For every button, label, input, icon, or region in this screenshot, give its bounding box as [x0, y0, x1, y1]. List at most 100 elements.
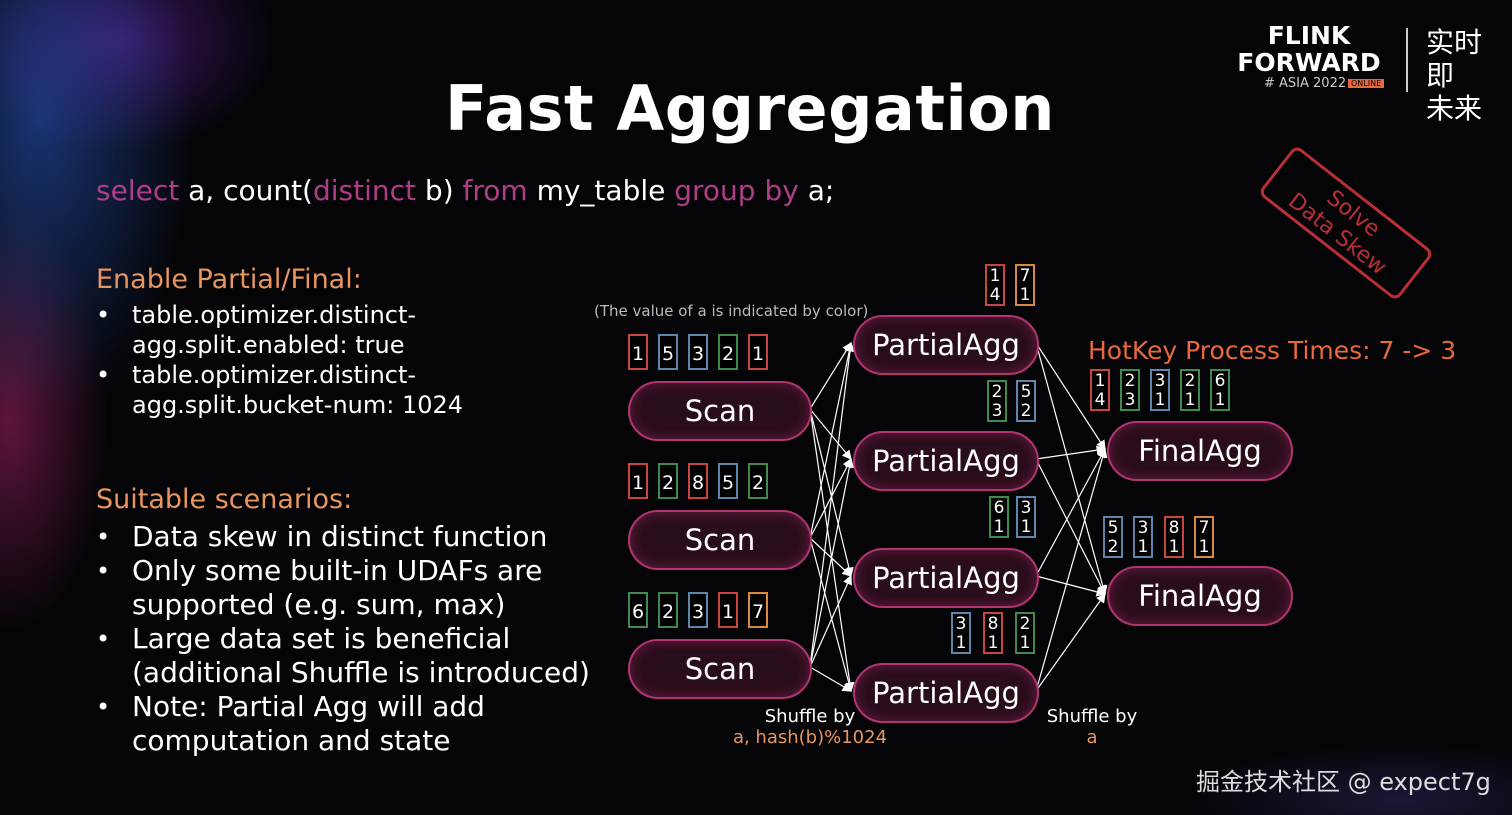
record-token: 3 — [688, 592, 708, 628]
record-token: 1 — [718, 592, 738, 628]
token-value: 2 — [1184, 371, 1196, 391]
partialagg-node-2: PartialAgg — [853, 431, 1039, 491]
token-value: 6 — [1214, 371, 1226, 391]
sql-text: b) — [416, 174, 463, 207]
token-value: 7 — [1198, 518, 1210, 538]
scan-node-1: Scan — [628, 381, 812, 441]
color-note: (The value of a is indicated by color) — [594, 302, 869, 320]
shuffle-arrow — [809, 341, 854, 539]
shuffle-label-1: Shuffle by a, hash(b)%1024 — [730, 706, 890, 748]
token-value: 3 — [1124, 390, 1136, 410]
list-item: Note: Partial Agg will add computation a… — [96, 690, 596, 758]
enable-heading: Enable Partial/Final: — [96, 264, 362, 295]
token-value: 1 — [1184, 390, 1196, 410]
token-value: 3 — [1020, 498, 1032, 518]
logo-online-badge: ONLINE — [1348, 79, 1385, 88]
token-value: 4 — [989, 285, 1001, 305]
sql-keyword-select: select — [96, 174, 180, 207]
token-value: 1 — [993, 517, 1005, 537]
shuffle-arrow — [1035, 447, 1106, 577]
record-token: 2 — [658, 463, 678, 499]
record-token: 5 — [718, 463, 738, 499]
token-value: 1 — [1020, 517, 1032, 537]
shuffle-arrow — [809, 574, 852, 668]
token-value: 8 — [1168, 518, 1180, 538]
record-token: 8 — [688, 463, 708, 499]
logo-line1: FLINK — [1267, 21, 1351, 50]
record-token: 5 — [658, 334, 678, 370]
finalagg-node-1: FinalAgg — [1107, 421, 1293, 481]
shuffle-label-2-line2: a — [1086, 727, 1098, 748]
suitable-list: Data skew in distinct function Only some… — [96, 520, 596, 758]
logo-cn-line2: 未来 — [1426, 92, 1483, 125]
partialagg-node-4: PartialAgg — [853, 663, 1039, 723]
shuffle-arrow — [809, 341, 855, 668]
sql-text: my_table — [527, 174, 675, 207]
shuffle-arrow — [809, 457, 855, 668]
token-value: 2 — [1019, 614, 1031, 634]
scan-node-2: Scan — [628, 510, 812, 570]
token-value: 1 — [1214, 390, 1226, 410]
list-item: Large data set is beneficial (additional… — [96, 622, 596, 690]
token-value: 1 — [1154, 390, 1166, 410]
record-token: 2 — [718, 334, 738, 370]
flink-forward-logo: FLINK FORWARD # ASIA 2022 ONLINE 实时即 未来 — [1230, 21, 1500, 125]
shuffle-label-2: Shuffle by a — [1030, 706, 1154, 748]
shuffle-arrow — [1035, 447, 1108, 692]
record-token: 1 — [628, 334, 648, 370]
token-value: 1 — [987, 633, 999, 653]
shuffle-arrow — [1035, 342, 1108, 596]
token-value: 2 — [1124, 371, 1136, 391]
shuffle-label-2-line1: Shuffle by — [1046, 706, 1138, 727]
token-value: 3 — [955, 614, 967, 634]
shuffle-arrow — [809, 666, 853, 692]
shuffle-arrow — [809, 408, 855, 693]
shuffle-arrow — [809, 341, 852, 410]
shuffle-arrow — [809, 408, 854, 578]
logo-asia: # ASIA 2022 — [1264, 76, 1347, 91]
shuffle-arrow — [1035, 342, 1106, 451]
finalagg-node-2: FinalAgg — [1107, 566, 1293, 626]
token-value: 4 — [1094, 390, 1106, 410]
record-token: 6 — [628, 592, 648, 628]
token-value: 2 — [1020, 401, 1032, 421]
hotkey-process-times: HotKey Process Times: 7 -> 3 — [1088, 336, 1457, 365]
token-value: 1 — [1198, 537, 1210, 557]
logo-line2: FORWARD — [1237, 48, 1381, 77]
record-token: 2 — [748, 463, 768, 499]
sql-statement: select a, count(distinct b) from my_tabl… — [96, 174, 834, 207]
shuffle-arrow — [809, 537, 854, 693]
logo-divider — [1406, 28, 1408, 92]
token-value: 3 — [1154, 371, 1166, 391]
shuffle-label-1-line1: Shuffle by — [764, 706, 856, 727]
list-item: table.optimizer.distinct-agg.split.bucke… — [96, 360, 496, 420]
record-token: 1 — [748, 334, 768, 370]
list-item: Only some built-in UDAFs are supported (… — [96, 554, 596, 622]
suitable-heading: Suitable scenarios: — [96, 484, 353, 515]
token-value: 1 — [989, 266, 1001, 286]
partialagg-node-1: PartialAgg — [853, 315, 1039, 375]
token-value: 1 — [1094, 371, 1106, 391]
shuffle-arrow — [1035, 445, 1107, 460]
token-value: 2 — [991, 382, 1003, 402]
token-value: 8 — [987, 614, 999, 634]
sql-keyword-distinct: distinct — [312, 174, 417, 207]
enable-list: table.optimizer.distinct-agg.split.enabl… — [96, 300, 496, 420]
list-item: table.optimizer.distinct-agg.split.enabl… — [96, 300, 496, 360]
scan-node-3: Scan — [628, 639, 812, 699]
partialagg-node-3: PartialAgg — [853, 548, 1039, 608]
